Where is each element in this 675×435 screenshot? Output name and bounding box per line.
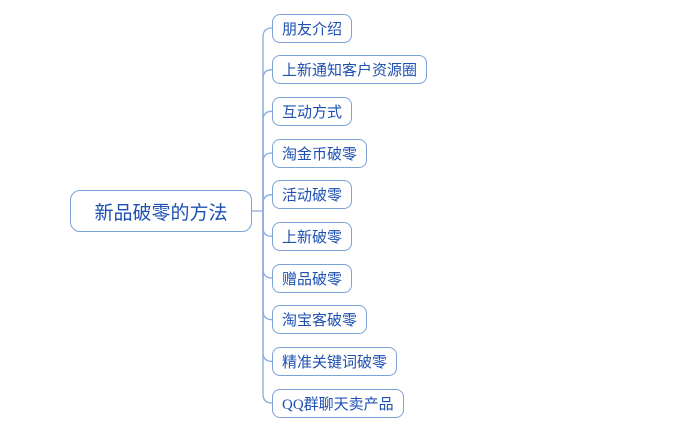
topic-node[interactable]: 互动方式 <box>272 96 353 126</box>
topic-label: 上新破零 <box>282 229 343 246</box>
topic-node[interactable]: QQ群聊天卖产品 <box>272 388 404 418</box>
topic-label: 淘金币破零 <box>282 146 358 163</box>
root-topic-node[interactable]: 新品破零的方法 <box>70 190 252 232</box>
topic-label: 活动破零 <box>282 188 343 205</box>
root-topic-label: 新品破零的方法 <box>94 202 228 224</box>
topic-node[interactable]: 赠品破零 <box>272 263 353 293</box>
topic-label: 淘宝客破零 <box>282 313 358 330</box>
topic-label: 上新通知客户资源圈 <box>282 63 418 80</box>
topic-label: 互动方式 <box>282 104 343 121</box>
topic-label: QQ群聊天卖产品 <box>282 396 394 413</box>
topic-node[interactable]: 淘金币破零 <box>272 138 368 168</box>
topic-node[interactable]: 精准关键词破零 <box>272 346 398 376</box>
topic-label: 朋友介绍 <box>282 21 343 38</box>
topic-node[interactable]: 上新破零 <box>272 221 353 251</box>
topic-node[interactable]: 活动破零 <box>272 180 353 210</box>
topic-node[interactable]: 朋友介绍 <box>272 13 353 43</box>
topic-node[interactable]: 淘宝客破零 <box>272 305 368 335</box>
topic-label: 精准关键词破零 <box>282 354 388 371</box>
topic-node[interactable]: 上新通知客户资源圈 <box>272 55 428 85</box>
topic-label: 赠品破零 <box>282 271 343 288</box>
